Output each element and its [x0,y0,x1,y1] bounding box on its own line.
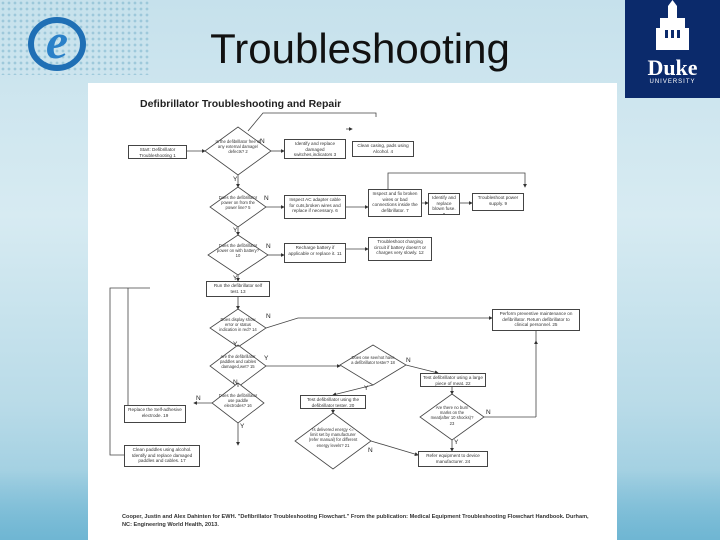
node-replace-electrode: Replace the Self-adhesive electrode. 19 [124,405,186,423]
decision-battery-power: Does the defibrillator power on with bat… [216,243,260,259]
edge-label-no: N [233,379,238,386]
node-preventive-maintenance: Perform preventive maintenance on defibr… [492,309,580,331]
chapel-icon [656,0,689,50]
edge-label-no: N [266,243,271,250]
node-test-with-tester: Test defibrillator using the defibrillat… [300,395,366,409]
duke-wordmark: Duke [647,55,698,80]
duke-subtitle: UNIVERSITY [649,79,696,85]
node-replace-switches: Identify and replace damaged switches,in… [284,139,346,159]
node-replace-fuse: Identify and replace blown fuse. 8 [428,193,460,215]
decision-paddle-electrodes: Does the defibrillator use paddle electr… [218,393,258,409]
node-inspect-wires: Inspect and fix broken wires or bad conn… [368,189,422,217]
node-inspect-ac-cable: Inspect AC adapter cable for cuts,broken… [284,195,346,219]
decision-display-error: Does display show error or status indica… [219,317,257,333]
decision-power-line: Does the defibrillator power on from the… [218,195,258,211]
edge-label-no: N [260,138,265,145]
decision-burn-marks: Are there no burn marks on the meat(afte… [430,405,474,426]
node-troubleshoot-power: Troubleshoot power supply. 9 [472,193,524,211]
decision-energy-limit: Is delivered energy <= limit set by manu… [308,427,358,448]
node-recharge-battery: Recharge battery if applicable or replac… [284,243,346,263]
duke-logo: Duke UNIVERSITY [625,0,720,98]
node-self-test: Run the defibrillator self test. 13 [206,281,270,297]
edge-label-yes: Y [233,341,238,348]
edge-label-yes: Y [264,355,269,362]
node-troubleshoot-charging: Troubleshoot charging circuit if battery… [368,237,432,261]
edge-label-yes: Y [454,439,459,446]
diagram-caption: Cooper, Justin and Alex Dahinten for EWH… [122,514,589,528]
decision-paddles-damaged: Are the defibrillator paddles and cables… [219,354,257,370]
edge-label-no: N [406,357,411,364]
node-clean-casing: Clean casing, pads using Alcohol. 4 [352,141,414,157]
edge-label-no: N [264,195,269,202]
node-refer-manufacturer: Refer equipment to device manufacturer. … [418,451,488,467]
diagram-title: Defibrillator Troubleshooting and Repair [140,98,342,110]
edge-label-no: N [368,447,373,454]
e-logo-letter: e [46,13,68,69]
edge-label-no: N [266,313,271,320]
decision-has-tester: Does one see/not have a defibrillator te… [351,355,395,366]
slide-title: Troubleshooting [210,25,510,72]
node-test-with-meat: Test defibrillator using a large piece o… [420,373,486,387]
edge-label-no: N [486,409,491,416]
e-logo: e [28,13,86,71]
edge-label-yes: Y [233,275,238,282]
flowchart-connectors [109,112,538,470]
flowchart-sheet: Defibrillator Troubleshooting and Repair [88,83,617,540]
edge-label-yes: Y [233,227,238,234]
edge-label-yes: Y [240,423,245,430]
node-start: Start: Defibrillator Troubleshooting 1 [128,145,187,159]
edge-label-yes: Y [364,385,369,392]
node-clean-paddles: Clean paddles using alcohol. Identify an… [124,445,200,467]
edge-label-yes: Y [233,176,238,183]
decision-external-damage: Is the defibrillator free of any externa… [215,139,261,155]
edge-label-no: N [196,395,201,402]
